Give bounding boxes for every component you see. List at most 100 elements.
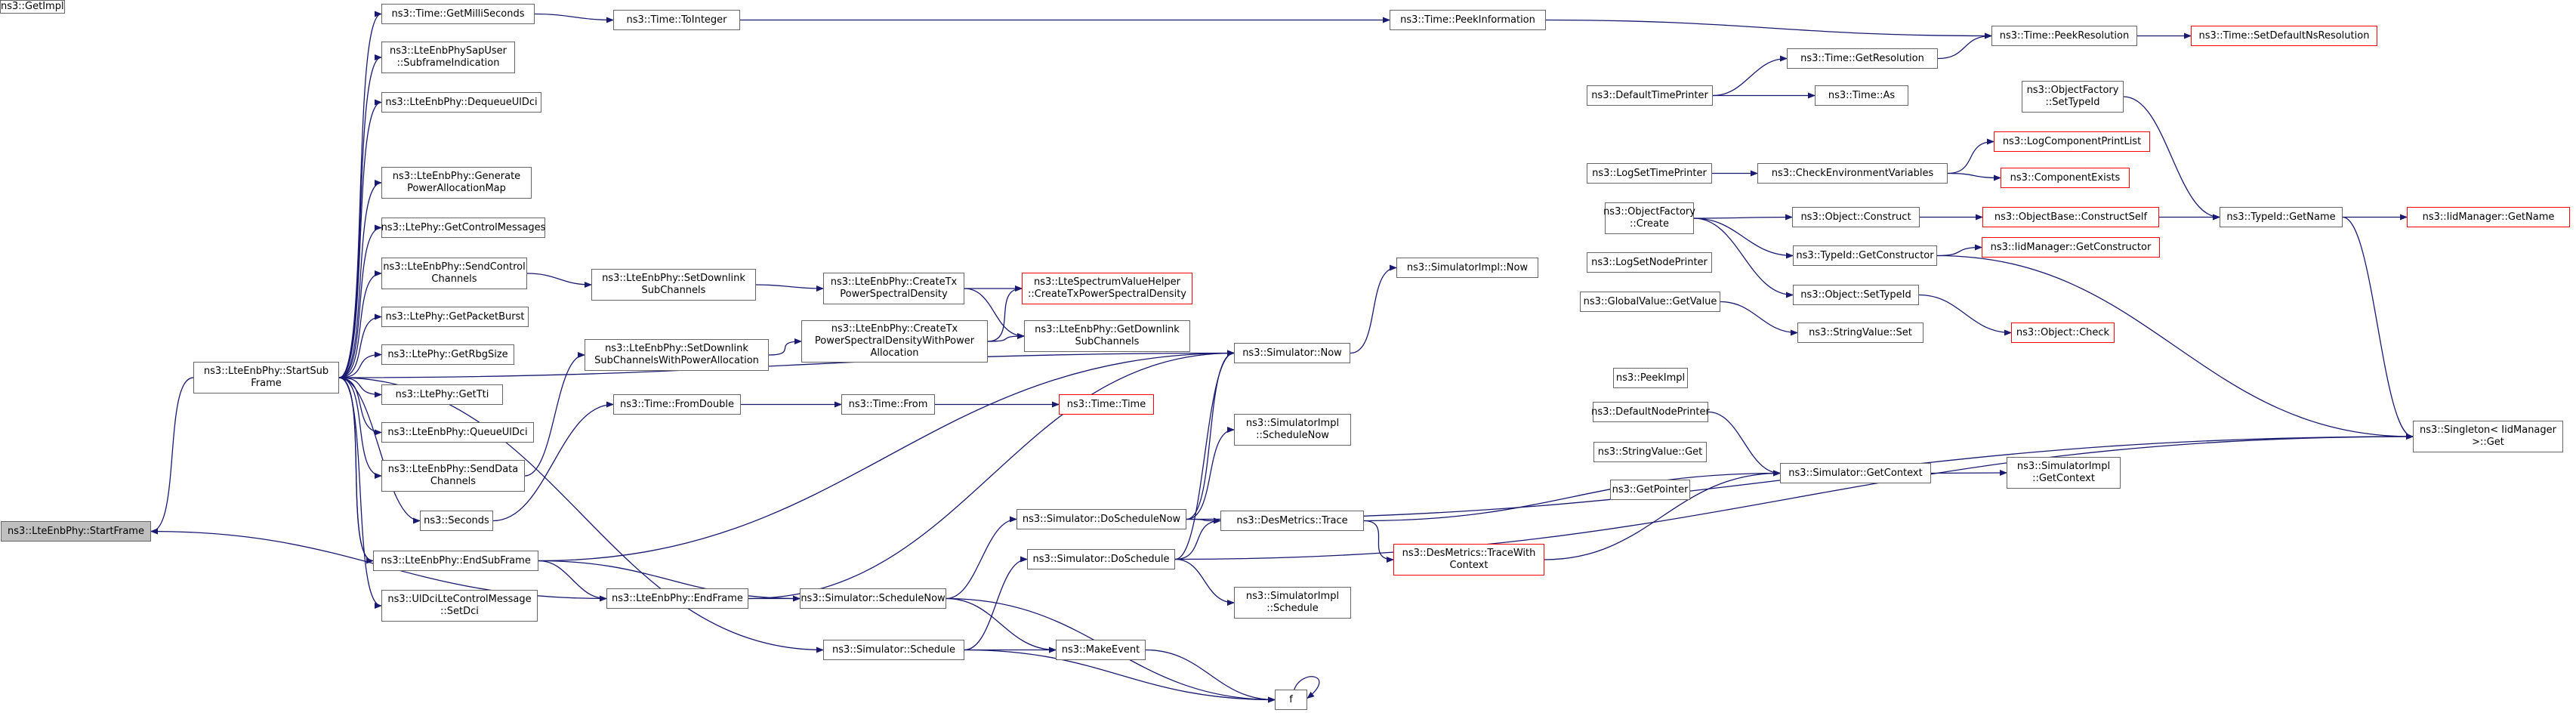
node-time-to-integer[interactable]: ns3::Time::ToInteger: [613, 10, 740, 30]
node-get-milli-seconds[interactable]: ns3::Time::GetMilliSeconds: [381, 4, 535, 24]
node-component-exists[interactable]: ns3::ComponentExists: [2001, 168, 2130, 188]
edge-start-sub-frame-to-get-rbg-size: [338, 351, 382, 378]
node-peek-information[interactable]: ns3::Time::PeekInformation: [1390, 10, 1546, 30]
node-simulator-impl-now[interactable]: ns3::SimulatorImpl::Now: [1396, 258, 1538, 278]
node-f[interactable]: f: [1275, 690, 1307, 710]
node-get-control-messages[interactable]: ns3::LtePhy::GetControlMessages: [381, 218, 545, 238]
node-log-set-node-printer[interactable]: ns3::LogSetNodePrinter: [1587, 252, 1712, 273]
node-get-impl[interactable]: ns3::GetImpl: [0, 0, 65, 14]
node-peek-impl[interactable]: ns3::PeekImpl: [1613, 368, 1688, 388]
edge-object-set-typeid-to-object-check: [1918, 294, 2012, 336]
edge-f-to-f: [1294, 676, 1320, 699]
node-log-set-time-printer[interactable]: ns3::LogSetTimePrinter: [1587, 163, 1712, 184]
node-object-construct[interactable]: ns3::Object::Construct: [1792, 207, 1920, 227]
node-typeid-get-name[interactable]: ns3::TypeId::GetName: [2220, 207, 2343, 227]
edge-end-frame-to-simulator-now: [748, 350, 1235, 600]
node-get-tti[interactable]: ns3::LtePhy::GetTti: [381, 384, 503, 405]
node-queue-ul-dci[interactable]: ns3::LteEnbPhy::QueueUlDci: [381, 422, 534, 443]
node-get-packet-burst[interactable]: ns3::LtePhy::GetPacketBurst: [381, 307, 529, 327]
node-simulator-impl-schedule[interactable]: ns3::SimulatorImpl::Schedule: [1234, 587, 1351, 619]
edge-peek-information-to-peek-resolution: [1545, 19, 1992, 39]
edge-do-schedule-to-des-metrics-trace: [1174, 517, 1221, 560]
node-schedule-now[interactable]: ns3::Simulator::ScheduleNow: [800, 588, 946, 609]
node-string-value-set[interactable]: ns3::StringValue::Set: [1797, 323, 1924, 343]
edge-end-sub-frame-to-end-frame: [538, 560, 607, 602]
edge-start-sub-frame-to-get-packet-burst: [338, 313, 382, 378]
node-time-time[interactable]: ns3::Time::Time: [1059, 394, 1154, 415]
edge-create-tx-psd-to-get-downlink-subchannels: [964, 288, 1025, 339]
edge-simulator-now-to-simulator-impl-now: [1350, 264, 1397, 354]
node-default-node-printer[interactable]: ns3::DefaultNodePrinter: [1591, 402, 1710, 422]
edge-end-sub-frame-to-start-sub-frame: [338, 375, 374, 562]
node-object-check[interactable]: ns3::Object::Check: [2011, 323, 2115, 343]
node-peek-resolution[interactable]: ns3::Time::PeekResolution: [1991, 26, 2137, 46]
edge-time-get-resolution-to-peek-resolution: [1937, 32, 1992, 60]
node-object-factory-create[interactable]: ns3::ObjectFactory::Create: [1603, 202, 1695, 234]
node-start-frame: ns3::LteEnbPhy::StartFrame: [1, 521, 151, 542]
edge-simulator-schedule-to-do-schedule: [964, 556, 1028, 651]
edge-send-control-channels-to-set-downlink-subchannels: [526, 273, 592, 288]
node-singleton-iid-manager-get[interactable]: ns3::Singleton< IidManager>::Get: [2413, 421, 2563, 452]
node-make-event[interactable]: ns3::MakeEvent: [1056, 640, 1146, 660]
edge-object-factory-create-to-object-set-typeid: [1693, 218, 1794, 298]
node-object-base-construct-self[interactable]: ns3::ObjectBase::ConstructSelf: [1982, 207, 2159, 227]
node-phy-sap-user-subframe-indication[interactable]: ns3::LteEnbPhySapUser::SubframeIndicatio…: [381, 42, 515, 73]
node-global-value-get-value[interactable]: ns3::GlobalValue::GetValue: [1580, 292, 1720, 312]
edge-typeid-get-name-to-singleton-get: [2342, 216, 2414, 440]
node-get-rbg-size[interactable]: ns3::LtePhy::GetRbgSize: [381, 344, 514, 365]
edge-start-sub-frame-to-start-frame: [150, 377, 194, 535]
edge-typeid-get-constructor-to-iid-manager-get-constructor: [1936, 244, 1982, 257]
node-iid-manager-get-constructor[interactable]: ns3::IidManager::GetConstructor: [1982, 237, 2160, 258]
node-time-get-resolution[interactable]: ns3::Time::GetResolution: [1787, 48, 1938, 69]
node-seconds[interactable]: ns3::Seconds: [420, 511, 493, 531]
node-get-pointer[interactable]: ns3::GetPointer: [1610, 480, 1690, 500]
edge-typeid-get-constructor-to-singleton-get: [1936, 255, 2414, 440]
node-do-schedule-now[interactable]: ns3::Simulator::DoScheduleNow: [1017, 509, 1186, 529]
node-simulator-schedule[interactable]: ns3::Simulator::Schedule: [823, 640, 964, 660]
node-string-value-get[interactable]: ns3::StringValue::Get: [1593, 442, 1707, 462]
edge-do-schedule-now-to-simulator-impl-schedule-now: [1186, 427, 1235, 520]
node-object-factory-set-typeid[interactable]: ns3::ObjectFactory::SetTypeId: [2022, 81, 2124, 113]
edge-des-metrics-trace-to-simulator-get-context: [1363, 470, 1781, 522]
node-check-environment-variables[interactable]: ns3::CheckEnvironmentVariables: [1757, 163, 1948, 184]
node-time-from-double[interactable]: ns3::Time::FromDouble: [613, 394, 741, 415]
node-typeid-get-constructor[interactable]: ns3::TypeId::GetConstructor: [1793, 245, 1937, 266]
node-end-sub-frame[interactable]: ns3::LteEnbPhy::EndSubFrame: [373, 551, 538, 571]
node-object-set-typeid[interactable]: ns3::Object::SetTypeId: [1793, 285, 1919, 305]
node-iid-manager-get-name[interactable]: ns3::IidManager::GetName: [2407, 207, 2570, 227]
node-do-schedule[interactable]: ns3::Simulator::DoSchedule: [1027, 549, 1175, 569]
node-set-default-ns-resolution[interactable]: ns3::Time::SetDefaultNsResolution: [2191, 26, 2377, 46]
node-log-component-print-list[interactable]: ns3::LogComponentPrintList: [1994, 131, 2150, 152]
node-des-metrics-trace[interactable]: ns3::DesMetrics::Trace: [1220, 511, 1364, 531]
edge-end-sub-frame-to-schedule-now: [538, 560, 801, 602]
edge-start-sub-frame-to-seconds: [338, 377, 421, 524]
edge-object-factory-set-typeid-to-typeid-get-name: [2123, 96, 2220, 221]
node-time-from[interactable]: ns3::Time::From: [841, 394, 935, 415]
node-time-as[interactable]: ns3::Time::As: [1815, 85, 1908, 106]
edge-start-sub-frame-to-get-control-messages: [338, 224, 382, 378]
node-simulator-now[interactable]: ns3::Simulator::Now: [1234, 343, 1350, 363]
node-simulator-impl-get-context[interactable]: ns3::SimulatorImpl::GetContext: [2007, 457, 2121, 489]
node-dequeue-ul-dci[interactable]: ns3::LteEnbPhy::DequeueUlDci: [381, 92, 541, 113]
edge-do-schedule-now-to-simulator-now: [1186, 350, 1235, 520]
node-simulator-get-context[interactable]: ns3::Simulator::GetContext: [1780, 463, 1931, 483]
node-end-frame[interactable]: ns3::LteEnbPhy::EndFrame: [606, 588, 748, 609]
node-ul-dci-set-dci[interactable]: ns3::UlDciLteControlMessage::SetDci: [381, 590, 538, 622]
edge-set-downlink-subchannels-to-create-tx-psd: [755, 284, 824, 292]
node-spectrum-value-helper[interactable]: ns3::LteSpectrumValueHelper::CreateTxPow…: [1022, 273, 1192, 304]
node-simulator-impl-schedule-now[interactable]: ns3::SimulatorImpl::ScheduleNow: [1234, 414, 1351, 446]
node-default-time-printer[interactable]: ns3::DefaultTimePrinter: [1587, 85, 1713, 106]
edge-get-milli-seconds-to-to-integer: [534, 13, 614, 23]
edge-do-schedule-to-singleton-get: [1174, 434, 2414, 560]
